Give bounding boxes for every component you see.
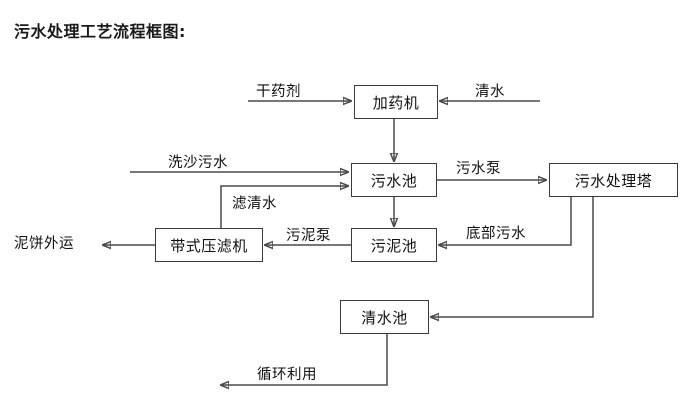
edge-label-clean-water: 清水: [475, 84, 505, 100]
edge-label-sand-wash-wastewater: 洗沙污水: [168, 155, 228, 171]
node-wastewater-pool[interactable]: 污水池: [351, 163, 437, 197]
edge-label-bottom-wastewater: 底部污水: [466, 226, 526, 242]
edge-label-recycle-use: 循环利用: [257, 367, 317, 383]
edge-label-sludge-pump: 污泥泵: [286, 228, 331, 244]
edge-label-wastewater-pump: 污水泵: [456, 161, 501, 177]
node-sludge-pool[interactable]: 污泥池: [351, 228, 437, 262]
wire-tower-to-clean-water-pool: [431, 196, 594, 317]
node-clean-water-pool[interactable]: 清水池: [340, 300, 429, 334]
node-treatment-tower[interactable]: 污水处理塔: [549, 163, 678, 197]
node-belt-filter-press[interactable]: 带式压滤机: [155, 228, 263, 262]
edge-label-dry-chemical: 干药剂: [256, 84, 301, 100]
terminal-label-mud-cake-out: 泥饼外运: [14, 236, 74, 252]
edge-label-filtrate: 滤清水: [232, 196, 277, 212]
page-title: 污水处理工艺流程框图:: [14, 22, 186, 41]
node-dosing-machine[interactable]: 加药机: [354, 85, 438, 119]
